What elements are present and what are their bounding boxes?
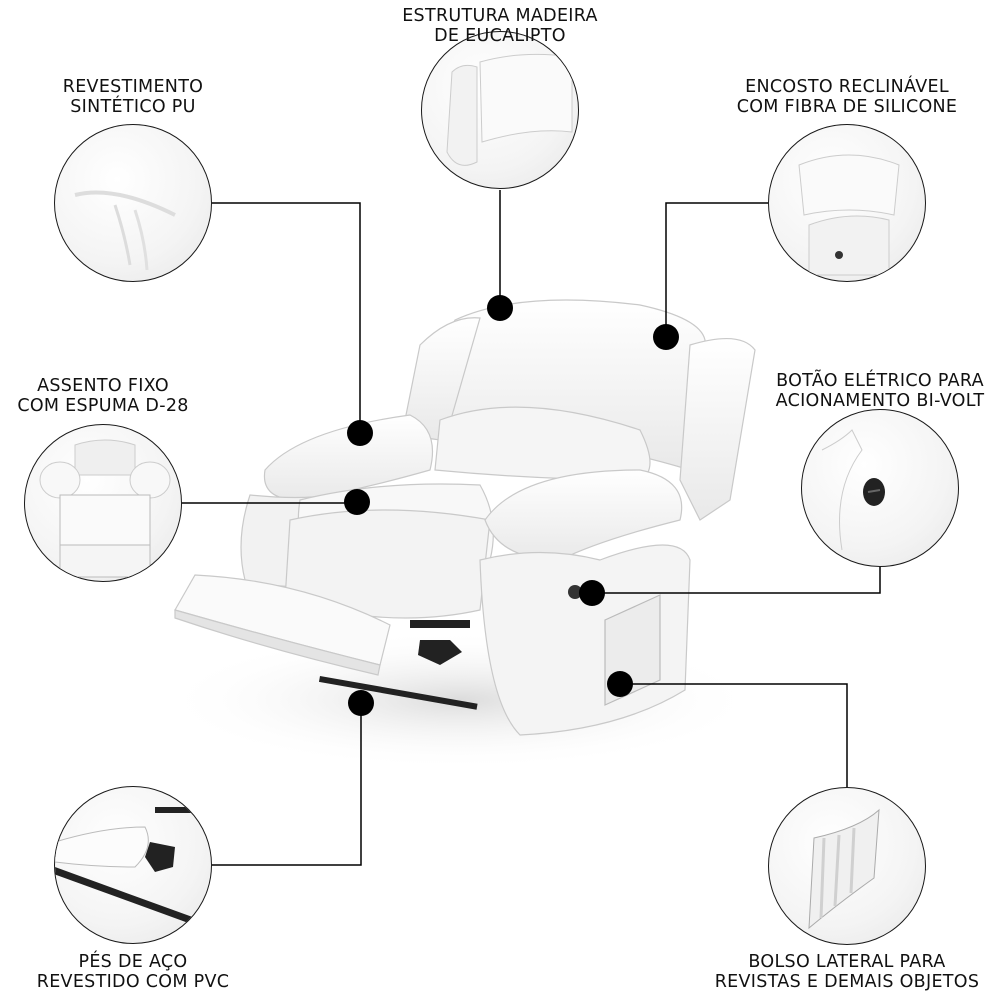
detail-circle-assento bbox=[24, 424, 182, 582]
steel-feet-mechanism bbox=[318, 620, 478, 710]
marker-pes[interactable] bbox=[348, 690, 374, 716]
detail-circle-encosto bbox=[768, 124, 926, 282]
label-assento: ASSENTO FIXO COM ESPUMA D-28 bbox=[17, 376, 189, 416]
detail-circle-bolso bbox=[768, 787, 926, 945]
label-estrutura: ESTRUTURA MADEIRA DE EUCALIPTO bbox=[402, 6, 598, 46]
chair-button-icon bbox=[568, 585, 582, 599]
label-encosto: ENCOSTO RECLINÁVEL COM FIBRA DE SILICONE bbox=[736, 77, 958, 117]
label-botao: BOTÃO ELÉTRICO PARA ACIONAMENTO BI-VOLT bbox=[775, 371, 985, 411]
detail-circle-botao bbox=[801, 409, 959, 567]
marker-encosto[interactable] bbox=[653, 324, 679, 350]
marker-assento[interactable] bbox=[344, 489, 370, 515]
marker-estrutura[interactable] bbox=[487, 295, 513, 321]
recliner-chair bbox=[174, 299, 756, 736]
marker-botao[interactable] bbox=[579, 580, 605, 606]
detail-circle-revestimento bbox=[54, 124, 212, 282]
marker-revestimento[interactable] bbox=[347, 420, 373, 446]
label-pes: PÉS DE AÇO REVESTIDO COM PVC bbox=[36, 952, 230, 992]
detail-circle-estrutura bbox=[421, 31, 579, 189]
label-bolso: BOLSO LATERAL PARA REVISTAS E DEMAIS OBJ… bbox=[714, 952, 980, 992]
label-revestimento: REVESTIMENTO SINTÉTICO PU bbox=[62, 77, 204, 117]
detail-circle-pes bbox=[54, 786, 212, 944]
connector-lines bbox=[182, 190, 881, 866]
marker-bolso[interactable] bbox=[607, 671, 633, 697]
